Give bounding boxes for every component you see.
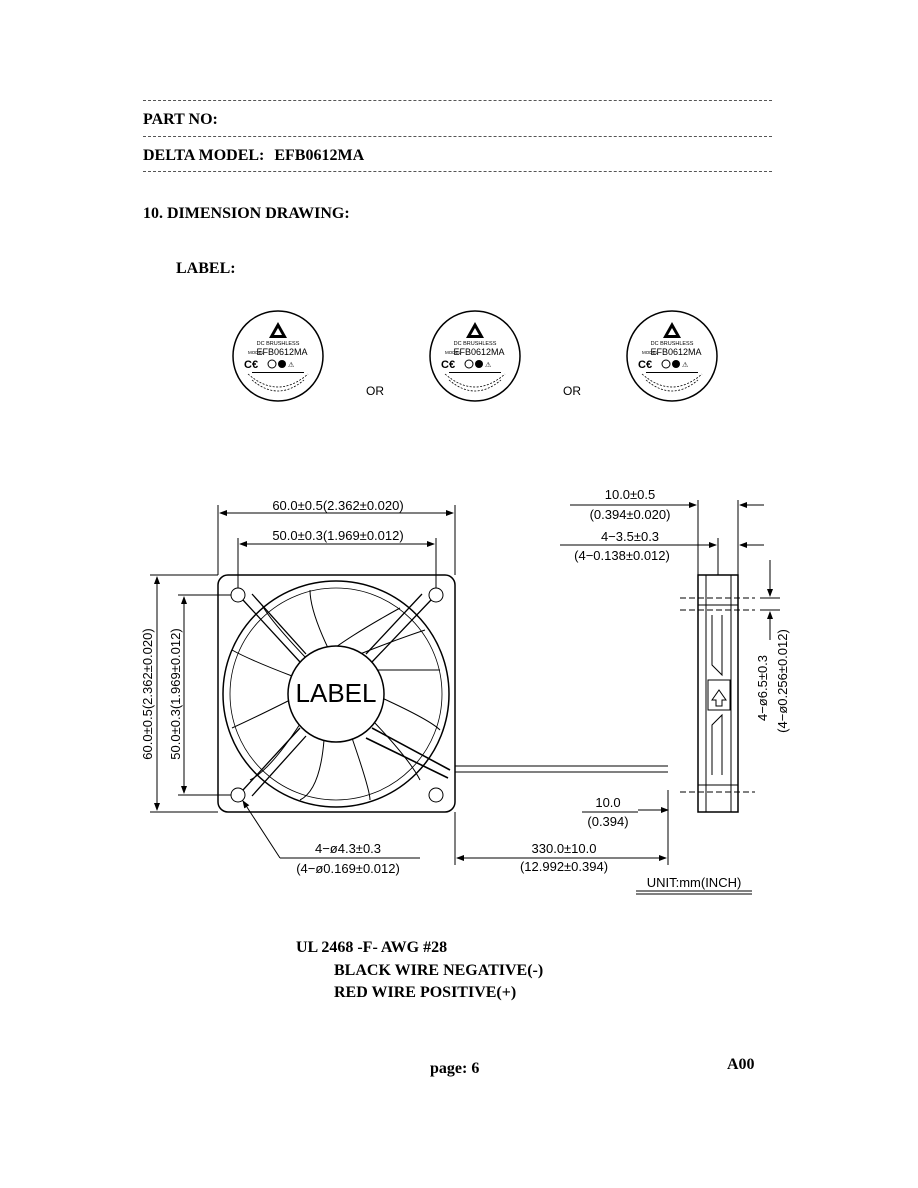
label-sample-1-model: EFB0612MA (256, 347, 307, 357)
dim-height: 60.0±0.5(2.362±0.020) (140, 628, 155, 759)
lead-wire (455, 765, 668, 773)
label-sample-2-model-prefix: MODEL (445, 350, 462, 355)
label-sample-3: DC BRUSHLESS MODEL EFB0612MA (626, 310, 718, 402)
dim-mount-holes: 4−ø4.3±0.3 (315, 841, 381, 856)
delta-model-label: DELTA MODEL: (143, 147, 265, 164)
delta-model-value: EFB0612MA (274, 147, 365, 164)
dim-mount-holes-inch: (4−ø0.169±0.012) (296, 861, 400, 876)
dim-side-hole: 4−ø6.5±0.3 (755, 655, 770, 721)
dim-flange: 4−3.5±0.3 (601, 529, 659, 544)
dim-side-hole-inch: (4−ø0.256±0.012) (775, 629, 790, 733)
label-heading: LABEL: (176, 260, 236, 277)
label-samples: C€ ⚠ DC BRUSHLESS MODEL EFB0612MA OR DC … (232, 310, 718, 402)
page-number: page: 6 (430, 1060, 480, 1077)
fan-side-view (680, 574, 755, 813)
dim-flange-inch: (4−0.138±0.012) (574, 548, 670, 563)
label-sample-2-model: EFB0612MA (453, 347, 504, 357)
dim-lead-length-inch: (12.992±0.394) (520, 859, 608, 874)
dimension-drawing: LABEL 60.0±0.5(2.362±0.020) 50.0±0.3(1.9… (140, 487, 790, 895)
red-wire-note: RED WIRE POSITIVE(+) (334, 984, 517, 1001)
dim-strip: 10.0 (595, 795, 620, 810)
label-sample-3-model: EFB0612MA (650, 347, 701, 357)
mount-hole-bottom-left (230, 787, 246, 803)
fan-label-text: LABEL (296, 678, 377, 708)
dim-thickness-inch: (0.394±0.020) (590, 507, 671, 522)
dim-hole-spacing: 50.0±0.3(1.969±0.012) (272, 528, 403, 543)
label-sample-3-line1: DC BRUSHLESS (651, 341, 694, 347)
dim-strip-inch: (0.394) (587, 814, 628, 829)
or-separator-1: OR (366, 384, 384, 398)
label-sample-3-model-prefix: MODEL (642, 350, 659, 355)
dim-lead-length: 330.0±10.0 (532, 841, 597, 856)
revision: A00 (727, 1056, 755, 1073)
part-no-label: PART NO: (143, 111, 218, 128)
label-sample-2-line1: DC BRUSHLESS (454, 341, 497, 347)
wire-spec: UL 2468 -F- AWG #28 (296, 939, 448, 956)
label-sample-1-line1: DC BRUSHLESS (257, 341, 300, 347)
black-wire-note: BLACK WIRE NEGATIVE(-) (334, 962, 544, 979)
mount-hole-bottom-right (428, 787, 444, 803)
dim-thickness: 10.0±0.5 (605, 487, 656, 502)
label-sample-1: DC BRUSHLESS MODEL EFB0612MA (232, 310, 324, 402)
or-separator-2: OR (563, 384, 581, 398)
dim-width: 60.0±0.5(2.362±0.020) (272, 498, 403, 513)
header-rule-middle (143, 136, 772, 137)
mount-hole-top-right (428, 587, 444, 603)
section-title: 10. DIMENSION DRAWING: (143, 205, 350, 222)
label-sample-2: DC BRUSHLESS MODEL EFB0612MA (429, 310, 521, 402)
fan-front-view (217, 574, 456, 813)
dim-hole-spacing-vertical: 50.0±0.3(1.969±0.012) (168, 628, 183, 759)
header-rule-top (143, 100, 772, 101)
mount-hole-top-left (230, 587, 246, 603)
unit-note: UNIT:mm(INCH) (647, 875, 742, 890)
label-sample-1-model-prefix: MODEL (248, 350, 265, 355)
header-rule-bottom (143, 171, 772, 172)
delta-model-line: DELTA MODEL: EFB0612MA (143, 147, 364, 165)
